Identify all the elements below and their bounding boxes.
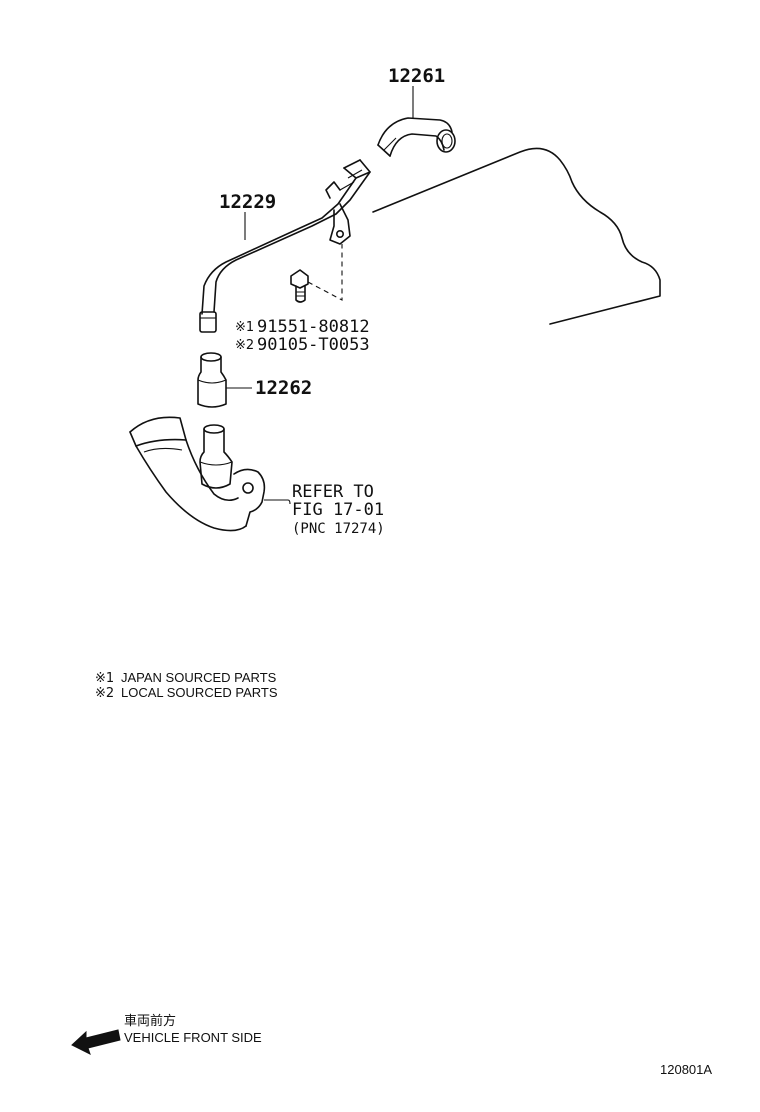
part-label-12261: 12261 [388, 65, 445, 87]
pipe-12229 [199, 159, 371, 333]
note-text-1: JAPAN SOURCED PARTS [121, 670, 277, 685]
front-direction-arrow-icon [71, 1029, 121, 1055]
bolt-number-1: 91551-80812 [257, 317, 370, 337]
note-mark-1: ※1 [95, 671, 114, 686]
hose-12261 [377, 117, 456, 157]
direction-label-en: VEHICLE FRONT SIDE [124, 1030, 262, 1045]
bolt [290, 244, 343, 303]
bolt-mark-1: ※1 [235, 320, 254, 335]
note-mark-2: ※2 [95, 686, 114, 701]
leader-lines [244, 86, 414, 240]
note-text-2: LOCAL SOURCED PARTS [121, 685, 278, 700]
reference-line-1: REFER TO [292, 482, 374, 502]
reference-line-2: FIG 17-01 [292, 500, 384, 520]
air-intake-elbow [129, 416, 291, 532]
figure-id: 120801A [660, 1062, 712, 1077]
direction-label-jp: 車両前方 [124, 1013, 176, 1028]
engine-cover-outline [372, 147, 661, 325]
part-label-12229: 12229 [219, 191, 276, 213]
reference-line-3: (PNC 17274) [292, 521, 385, 537]
part-label-12262: 12262 [255, 377, 312, 399]
hose-12262 [197, 352, 252, 408]
bolt-number-2: 90105-T0053 [257, 335, 370, 355]
bolt-mark-2: ※2 [235, 338, 254, 353]
